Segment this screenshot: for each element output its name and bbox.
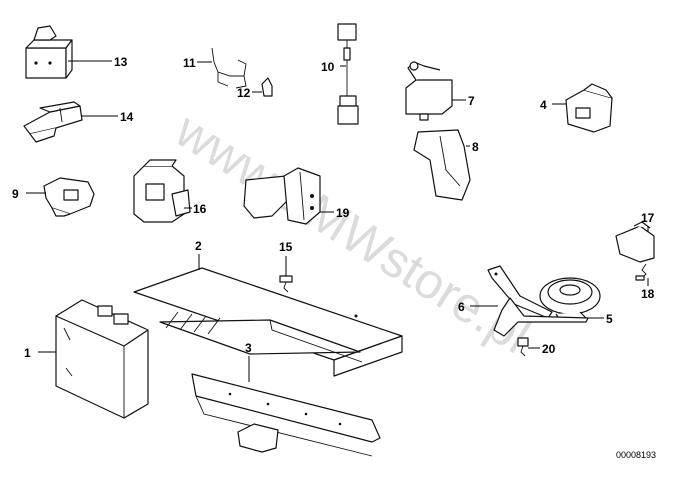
callout-1[interactable]: 1 — [24, 346, 31, 360]
part-4-relay[interactable] — [565, 83, 613, 133]
part-15-screw[interactable] — [279, 275, 293, 293]
callout-7[interactable]: 7 — [468, 94, 475, 108]
part-7-microswitch[interactable] — [405, 61, 453, 121]
part-20-bolt[interactable] — [517, 337, 529, 357]
callout-14[interactable]: 14 — [120, 110, 134, 124]
callout-19[interactable]: 19 — [336, 206, 350, 220]
callout-16[interactable]: 16 — [193, 202, 207, 216]
part-13-relay[interactable] — [25, 25, 73, 79]
part-10-plug-wire[interactable] — [337, 23, 359, 125]
part-3-rail[interactable] — [191, 373, 381, 457]
callout-6[interactable]: 6 — [458, 300, 465, 314]
part-11-bracket[interactable] — [211, 47, 247, 89]
part-19-bracket-switch[interactable] — [243, 167, 321, 225]
callout-12[interactable]: 12 — [237, 86, 251, 100]
callout-4[interactable]: 4 — [540, 98, 547, 112]
callout-18[interactable]: 18 — [641, 287, 655, 301]
callout-17[interactable]: 17 — [641, 211, 655, 225]
part-9-connector[interactable] — [43, 177, 95, 217]
callout-9[interactable]: 9 — [12, 187, 19, 201]
part-16-switch[interactable] — [133, 159, 191, 223]
callout-11[interactable]: 11 — [183, 56, 196, 70]
part-12-clip[interactable] — [261, 77, 273, 97]
callout-15[interactable]: 15 — [279, 240, 293, 254]
callout-5[interactable]: 5 — [606, 312, 613, 326]
callout-10[interactable]: 10 — [321, 60, 335, 74]
callout-13[interactable]: 13 — [114, 55, 128, 69]
part-1-control-unit[interactable] — [55, 299, 149, 419]
callout-8[interactable]: 8 — [472, 140, 479, 154]
part-8-bracket[interactable] — [413, 129, 471, 201]
part-14-clip[interactable] — [23, 101, 83, 143]
diagram-code: 00008193 — [616, 450, 656, 460]
part-17-module[interactable] — [615, 221, 655, 263]
callout-3[interactable]: 3 — [245, 341, 252, 355]
part-5-horn[interactable] — [539, 277, 601, 321]
callout-20[interactable]: 20 — [542, 342, 556, 356]
part-6-horn-bracket[interactable] — [487, 265, 589, 337]
part-2-tray[interactable] — [133, 267, 403, 377]
part-18-screw[interactable] — [635, 263, 647, 281]
callout-2[interactable]: 2 — [195, 239, 202, 253]
